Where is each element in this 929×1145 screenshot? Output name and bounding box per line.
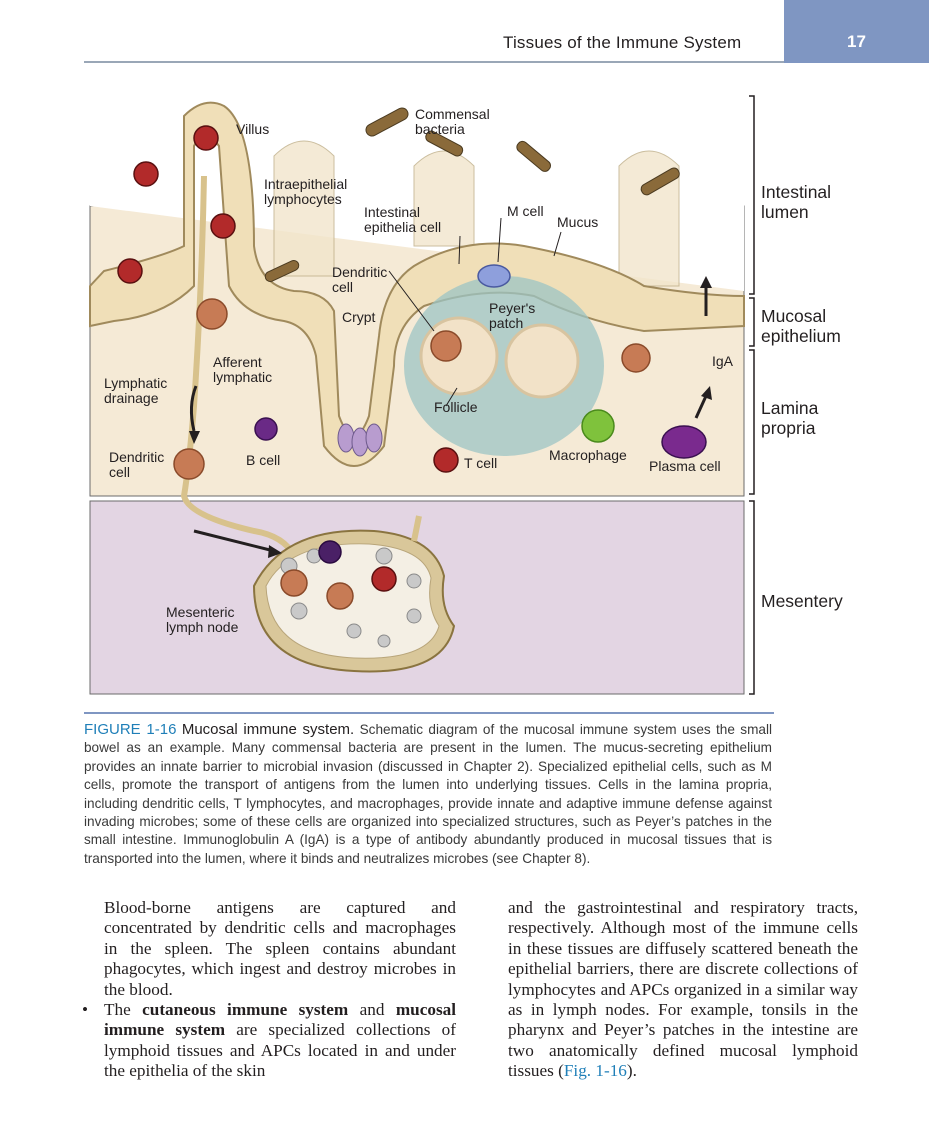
t-cell <box>433 447 459 473</box>
body-paragraph-spleen: Blood-borne antigens are captured and co… <box>104 898 456 999</box>
bracket-epithelium <box>749 297 755 347</box>
label-m-cell: M cell <box>507 203 544 219</box>
page-number: 17 <box>847 32 866 51</box>
figure-reference-link[interactable]: Fig. 1-16 <box>563 1061 627 1081</box>
macrophage <box>581 409 615 443</box>
label-plasma-cell: Plasma cell <box>649 458 721 474</box>
caption-label: FIGURE 1-16 <box>84 721 177 738</box>
follicle-2 <box>504 323 580 399</box>
term-mucosal: mucosal immune system <box>104 1000 456 1040</box>
label-macrophage: Macrophage <box>549 447 627 463</box>
label-mucus: Mucus <box>557 214 599 230</box>
dendritic-cell-right <box>621 343 651 373</box>
body-paragraph-right-end: ). <box>626 1061 637 1081</box>
bullet-text: The cutaneous immune system and mucosal … <box>104 1000 456 1082</box>
region-mesentery: Mesentery <box>761 591 843 611</box>
bullet-item: • The cutaneous immune system and mucosa… <box>82 1000 456 1082</box>
region-intestinal-lumen: Intestinal lumen <box>761 182 832 222</box>
label-b-cell: B cell <box>246 452 281 468</box>
body-paragraph-right: and the gastrointestinal and respiratory… <box>508 898 858 1081</box>
figure-mucosal-immune-system: Villus Commensal bacteria Intraepithelia… <box>84 86 843 702</box>
figure-caption: FIGURE 1-16 Mucosal immune system. Schem… <box>84 721 772 868</box>
bracket-mesentery <box>749 500 755 695</box>
label-afferent-lymphatic: Afferent lymphatic <box>213 354 273 385</box>
bullet-symbol: • <box>82 1000 89 1020</box>
label-dendritic-cell-bottom: Dendritic cell <box>109 449 165 480</box>
label-lymphatic-drainage: Lymphatic drainage <box>104 375 168 406</box>
drainage-arrow <box>189 385 198 432</box>
dendritic-cell-peyers <box>430 330 462 362</box>
page-number-tab <box>784 0 929 63</box>
dendritic-cell-epithelium <box>196 298 228 330</box>
m-cell <box>477 264 511 288</box>
bullet-intro: The <box>104 1000 131 1020</box>
bracket-lumen <box>749 95 755 295</box>
figure-illustration <box>89 95 755 695</box>
label-intestinal-epithelia-cell: Intestinal epithelia cell <box>364 204 442 235</box>
bracket-lamina <box>749 349 755 495</box>
epithelium-band <box>89 101 745 467</box>
running-head: Tissues of the Immune System <box>503 33 742 52</box>
label-dendritic-cell-top: Dendritic cell <box>332 264 388 295</box>
bullet-and: and <box>359 1000 385 1020</box>
dendritic-cell-lamina <box>173 448 205 480</box>
region-lamina-propria: Lamina propria <box>761 398 819 438</box>
caption-rule <box>84 712 774 714</box>
header-rule <box>84 61 784 63</box>
label-follicle: Follicle <box>434 399 478 415</box>
label-villus: Villus <box>236 121 270 137</box>
caption-text: Schematic diagram of the mucosal immune … <box>84 722 773 866</box>
plasma-cell <box>661 425 707 459</box>
label-intraepithelial-lymphocytes: Intraepithelial lymphocytes <box>264 176 348 207</box>
b-cell <box>254 417 278 441</box>
bullet-rest: are specialized collections of lymphoid … <box>104 1020 456 1081</box>
label-commensal-bacteria: Commensal bacteria <box>415 106 490 137</box>
label-peyers-patch: Peyer's patch <box>489 300 536 331</box>
label-t-cell: T cell <box>464 455 498 471</box>
body-column-right: and the gastrointestinal and respiratory… <box>508 898 858 1082</box>
label-iga: IgA <box>712 353 734 369</box>
term-cutaneous: cutaneous immune system <box>142 1000 349 1020</box>
caption-title: Mucosal immune system. <box>181 721 355 738</box>
label-mesenteric-lymph-node: Mesenteric lymph node <box>166 604 239 635</box>
label-crypt: Crypt <box>342 309 376 325</box>
body-column-left: Blood-borne antigens are captured and co… <box>82 898 456 1082</box>
region-mucosal-epithelium: Mucosal epithelium <box>761 306 841 346</box>
